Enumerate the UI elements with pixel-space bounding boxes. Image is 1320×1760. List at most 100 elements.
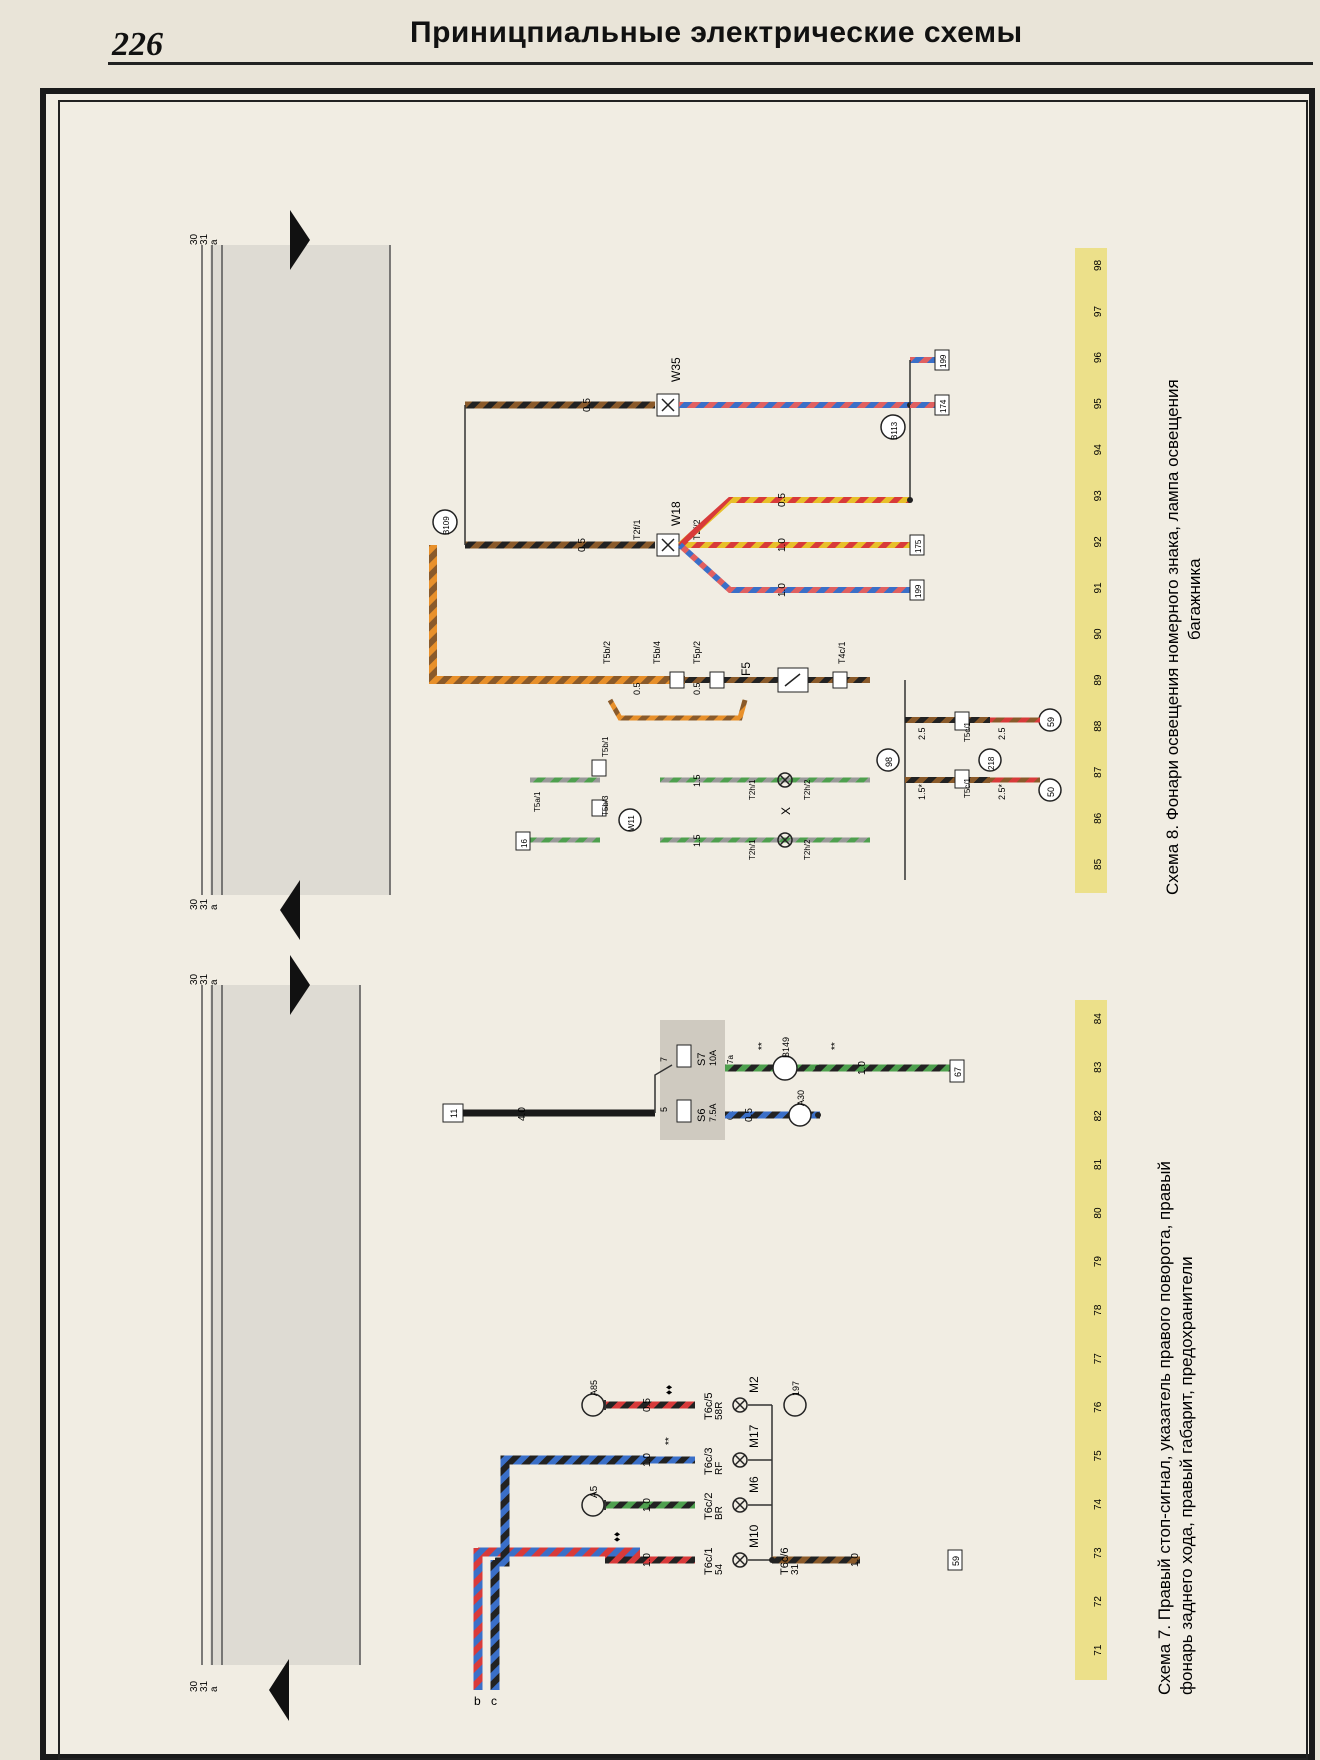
connector-label: T6c/5 <box>703 1392 715 1420</box>
lamp-W18-cross <box>661 538 675 552</box>
ruler-mark: 81 <box>1093 1158 1104 1170</box>
ruler-mark: 74 <box>1093 1498 1104 1510</box>
connector-label: T6c/6 <box>779 1547 791 1575</box>
scheme-7: 30 31 a 30 31 a b c T6c/1 54 T6 <box>189 955 1196 1721</box>
ref-box-label: 174 <box>939 399 948 413</box>
ruler-7 <box>1075 1000 1107 1680</box>
ref-box-label: 199 <box>914 584 923 598</box>
wire-gauge: 0.5 <box>642 1398 653 1412</box>
connector-label: T2h/1 <box>748 779 757 800</box>
lamp-T2h-b-icon <box>777 772 793 788</box>
ruler-mark: 82 <box>1093 1110 1104 1122</box>
page-header: Приницпиальные электрические схемы <box>410 16 1023 49</box>
wire-feed <box>429 545 685 684</box>
ground-point-label: A85 <box>589 1380 599 1396</box>
bus-label: 30 <box>189 233 200 245</box>
continue-arrow-icon <box>290 210 310 270</box>
connector-label: T6c/3 <box>703 1447 715 1475</box>
connector-icon <box>832 671 848 689</box>
scheme-7-caption: фонарь заднего хода, правый габарит, пре… <box>1177 1256 1196 1695</box>
ruler-mark: 76 <box>1093 1401 1104 1413</box>
bus-label: a <box>209 239 220 245</box>
ground-point-A5: A5 <box>581 1485 605 1517</box>
wire-c-horiz <box>495 1455 645 1567</box>
wire-gauge: 1.0 <box>777 538 788 552</box>
wire-gauge: 0.5 <box>582 398 593 412</box>
bus-label: 30 <box>189 898 200 910</box>
wire-gauge: 1.5 <box>692 834 702 847</box>
ground-point-label: B113 <box>890 421 899 440</box>
bus-area-8 <box>210 245 390 895</box>
ruler-mark: 90 <box>1093 628 1104 640</box>
connector-label: T5c/1 <box>963 777 972 798</box>
lamp-M2-icon <box>732 1397 748 1413</box>
ruler-mark: 88 <box>1093 720 1104 732</box>
wire-gauge: 0.5 <box>632 682 642 695</box>
ruler-mark: 93 <box>1093 490 1104 502</box>
bus-label: 31 <box>199 233 210 245</box>
wire-marker: ** <box>664 1437 675 1445</box>
ref-box-174 <box>934 394 950 416</box>
wire-gauge: 2.5 <box>997 727 1007 740</box>
lamp-M10-icon <box>732 1552 748 1568</box>
connector-icon <box>669 671 685 689</box>
node-50: 50 <box>1038 778 1062 802</box>
lamp-M6-icon <box>732 1497 748 1513</box>
wire-gauge: 1.5* <box>917 783 927 800</box>
wire-gauge: 0.5 <box>692 682 702 695</box>
node-label: 50 <box>1046 787 1056 797</box>
fuse-pin: 5 <box>659 1107 669 1112</box>
connector-label: T5b/2 <box>602 641 612 664</box>
wire-gauge: 1.0 <box>642 1498 653 1512</box>
ruler-mark: 72 <box>1093 1596 1104 1608</box>
ruler-mark: 79 <box>1093 1256 1104 1268</box>
fuse-pin: 7a <box>726 1055 735 1064</box>
ruler-mark: 89 <box>1093 674 1104 686</box>
ground-point-label: A5 <box>589 1485 600 1498</box>
wire-T5-loop <box>607 698 748 721</box>
connector-label: 54 <box>714 1563 725 1575</box>
fuse-S6-icon <box>676 1099 692 1123</box>
wire-gauge: 1.0 <box>642 1453 653 1467</box>
lamp-M17-icon <box>732 1452 748 1468</box>
junction <box>815 1112 821 1118</box>
ruler-mark: 91 <box>1093 582 1104 594</box>
connector-label: T2f/1 <box>632 519 642 540</box>
ruler-mark: 86 <box>1093 812 1104 824</box>
connector-label: T2h/2 <box>803 839 812 860</box>
node-label: 59 <box>1046 717 1056 727</box>
wire-W18-c <box>677 542 910 593</box>
connector-icon <box>591 799 607 817</box>
ground-point-B113: B113 <box>880 414 906 440</box>
scheme-8: 30 31 a 30 31 a B109 W35 0.5 W18 T2f/1 T… <box>189 210 1204 940</box>
ref-box-199 <box>909 579 925 601</box>
lamp-label: W35 <box>669 357 683 382</box>
connector-label: RF <box>714 1462 725 1475</box>
ruler-8 <box>1075 248 1107 893</box>
continue-arrow-icon <box>269 1659 289 1721</box>
wire-marker: ♦♦ <box>664 1385 675 1395</box>
wire-gauge: 1.0 <box>850 1553 861 1567</box>
connector-icon <box>954 769 970 789</box>
fuse-rating: 7.5A <box>708 1103 718 1122</box>
ruler-mark: 73 <box>1093 1547 1104 1559</box>
wire-gauge: 4.0 <box>517 1107 528 1121</box>
wire-gauge: 0.5 <box>744 1108 755 1122</box>
wire-W18-a <box>677 497 910 548</box>
scheme-7-caption: Схема 7. Правый стоп-сигнал, указатель п… <box>1155 1161 1174 1695</box>
ref-box-label: 59 <box>951 1556 961 1566</box>
bus-label: 31 <box>199 973 210 985</box>
junction <box>907 497 913 503</box>
ground-point-label: B109 <box>442 516 451 535</box>
page-number: 226 <box>112 26 163 63</box>
page-frame-inner <box>58 100 1308 1760</box>
ruler-mark: 78 <box>1093 1304 1104 1316</box>
ref-box-label: 175 <box>914 539 923 553</box>
connector-label: 58R <box>714 1402 725 1420</box>
connector-label: T5a/1 <box>533 791 542 812</box>
connector-label: T5b/1 <box>601 736 610 757</box>
junction <box>769 1557 775 1563</box>
continue-arrow-icon <box>280 880 300 940</box>
